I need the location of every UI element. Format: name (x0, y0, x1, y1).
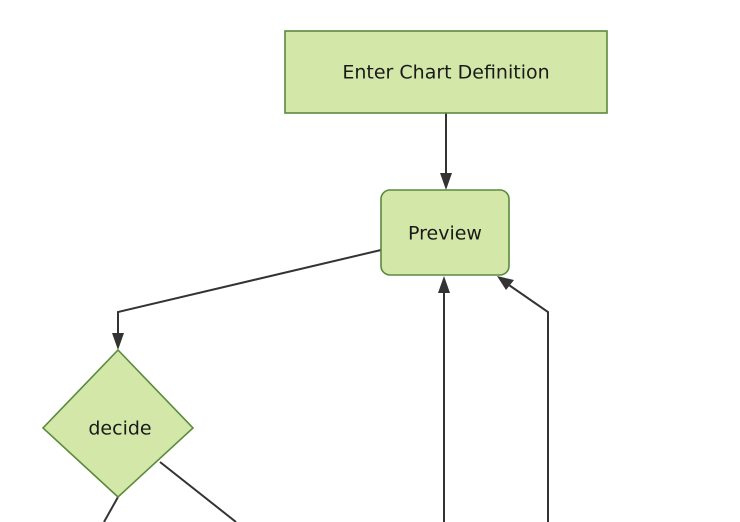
edge-line (159, 461, 237, 522)
node-label-preview: Preview (408, 223, 482, 245)
edge-line (505, 282, 549, 522)
edge-enter-to-preview (440, 113, 452, 190)
edge-preview-to-decide (112, 249, 382, 350)
node-preview[interactable]: Preview (380, 189, 510, 276)
edge-line (103, 496, 119, 522)
node-label-decide: decide (88, 418, 151, 440)
edge-return-center-to-preview (438, 276, 450, 522)
arrowhead-icon (440, 173, 452, 190)
node-enter-chart-definition[interactable]: Enter Chart Definition (284, 30, 608, 114)
edge-decide-out-left (103, 496, 119, 522)
edge-return-right-to-preview (497, 276, 549, 522)
arrowhead-icon (497, 276, 514, 290)
edge-line (117, 249, 382, 339)
arrowhead-icon (438, 276, 450, 293)
node-shape-rounded-rectangle[interactable] (380, 189, 510, 276)
node-shape-diamond[interactable] (41, 348, 195, 499)
node-shape-rectangle[interactable] (284, 30, 608, 114)
node-label-enter-chart-definition: Enter Chart Definition (342, 62, 549, 84)
edge-decide-out-right (159, 461, 237, 522)
arrowhead-icon (112, 333, 124, 350)
node-decide[interactable]: decide (41, 348, 195, 499)
